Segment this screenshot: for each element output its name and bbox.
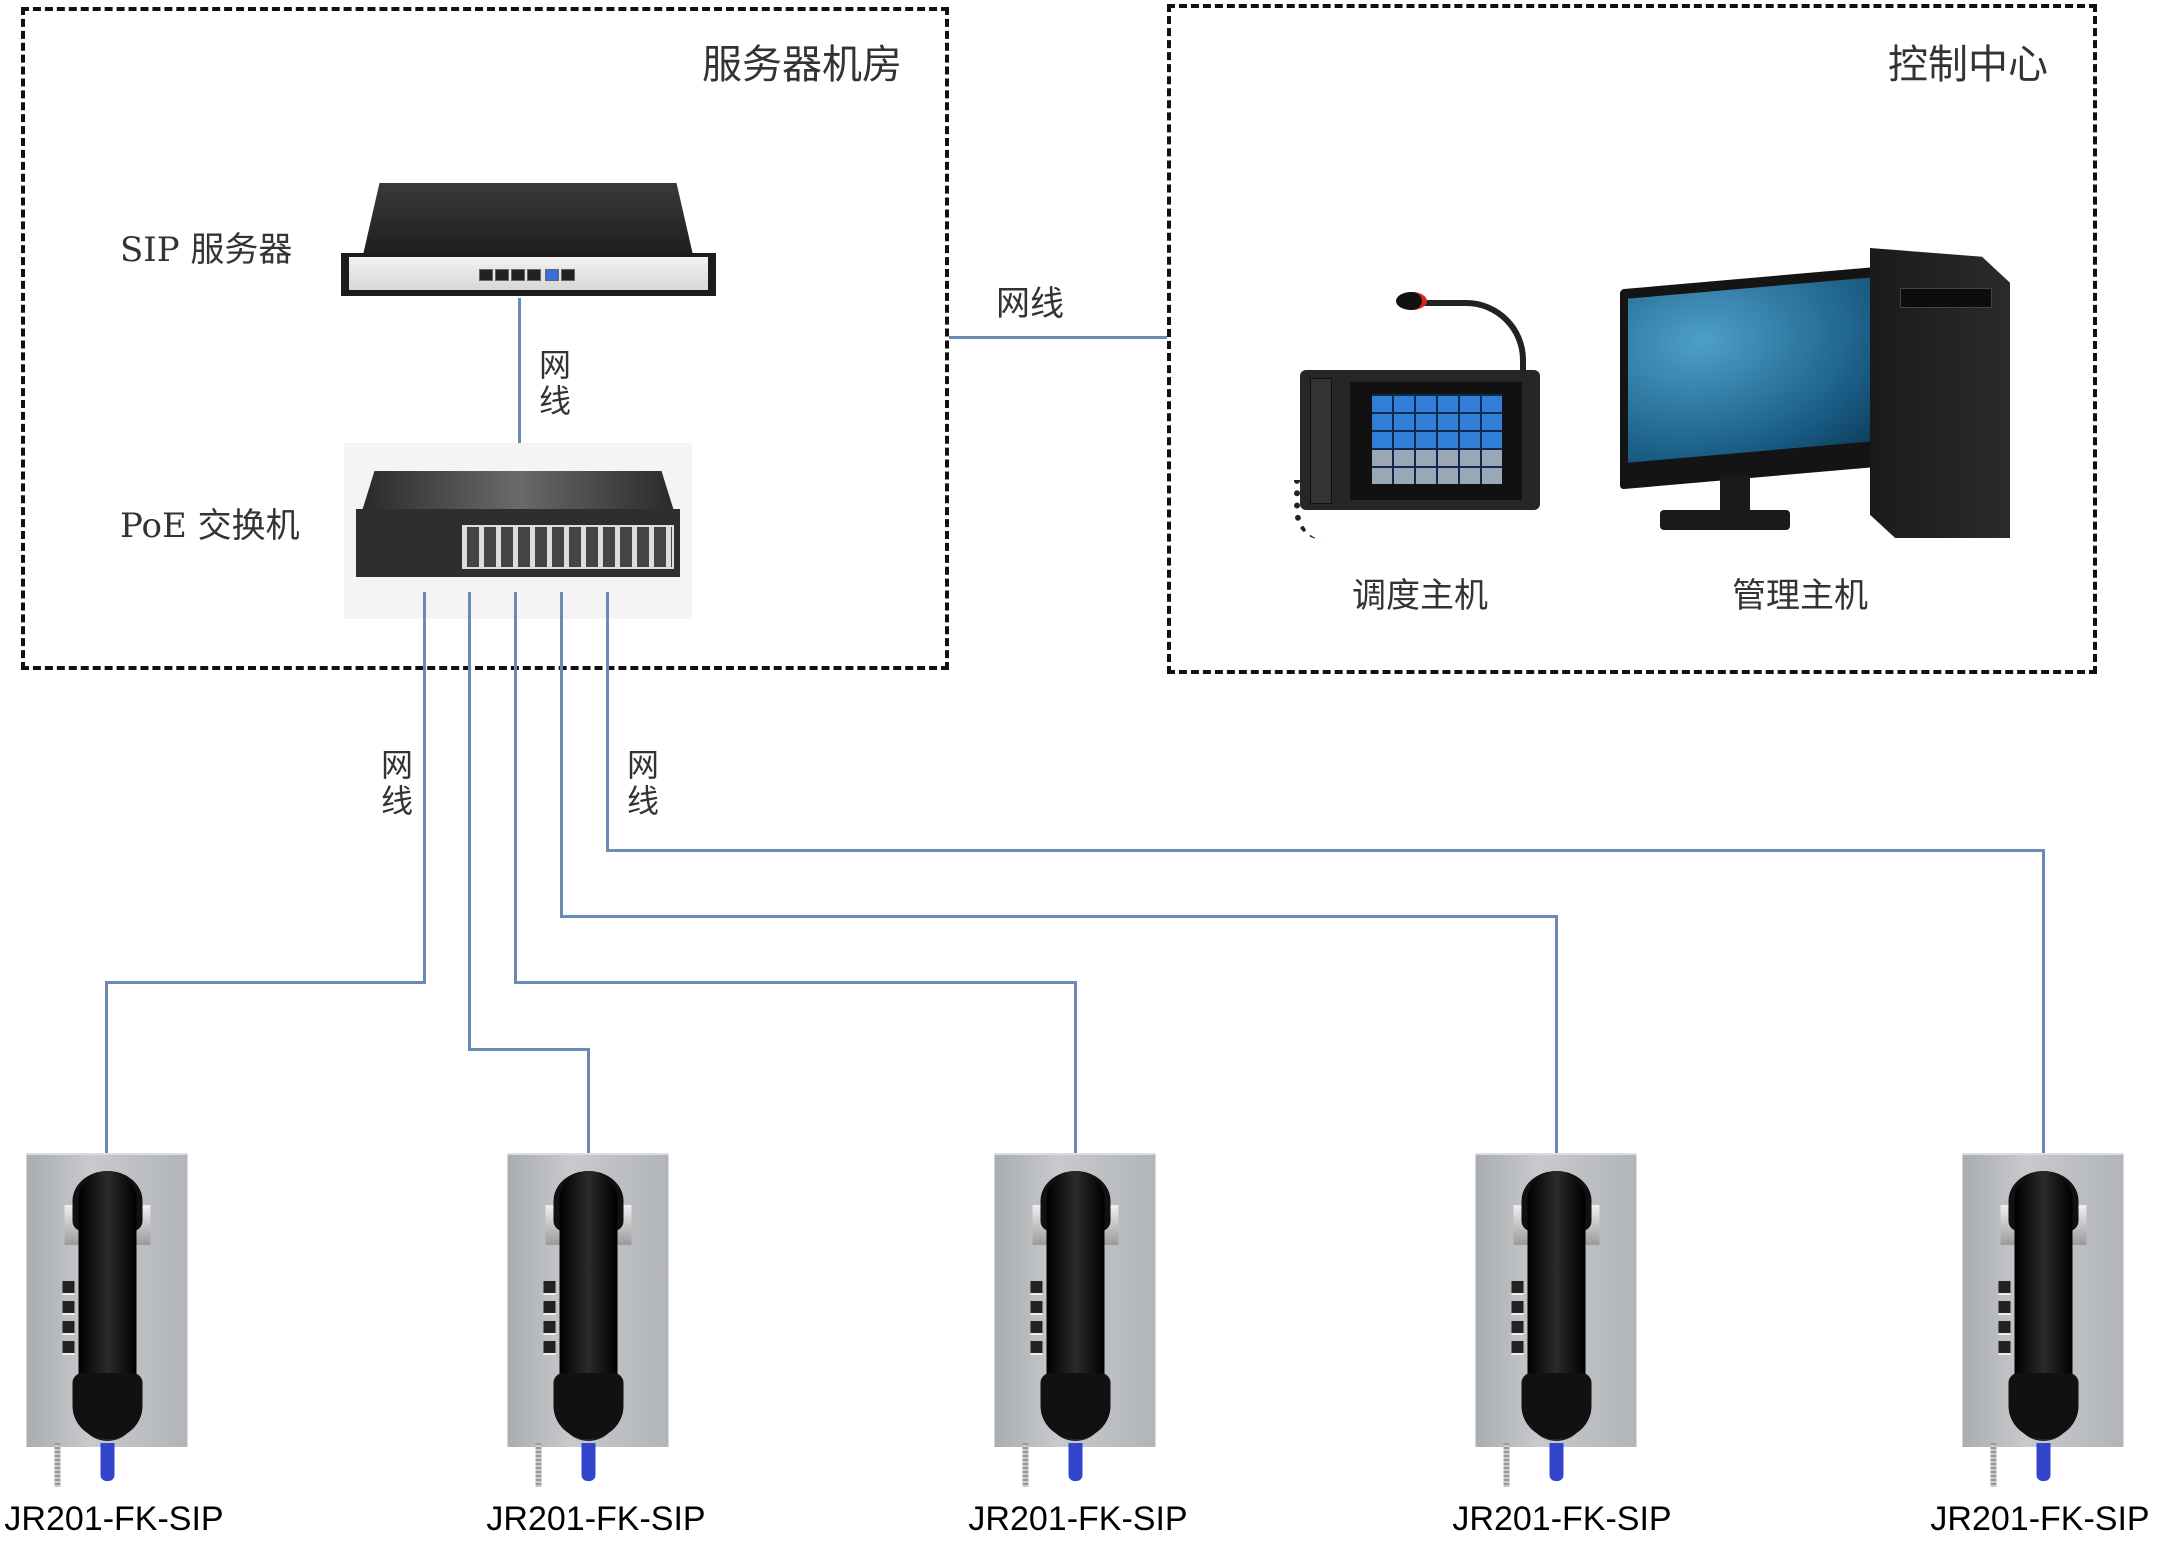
cable-label-room-control: 网线 [996,284,1064,324]
phone-icon [26,1153,188,1487]
cable-label-server-switch: 网线 [534,348,572,420]
cable-phone-1-h [105,981,426,984]
phone-icon [1962,1153,2124,1487]
poe-switch-icon [344,443,692,619]
server-room-title: 服务器机房 [702,42,902,88]
cable-phone-3-h [514,981,1077,984]
cable-phone-2-v1 [468,592,471,1051]
cable-label-phones-left: 网线 [376,748,414,820]
phone-icon [994,1153,1156,1487]
cable-server-switch [518,298,521,470]
phone-model-label: JR201-FK-SIP [486,1500,706,1538]
cable-phone-5-v2 [2042,849,2045,1153]
cable-phone-4-v1 [560,592,563,918]
management-pc-icon [1620,240,2010,540]
cable-phone-5-v1 [606,592,609,852]
sip-server-icon [341,183,716,296]
control-center-title: 控制中心 [1888,42,2048,88]
cable-label-phones-right: 网线 [622,748,660,820]
cable-phone-4-v2 [1555,915,1558,1153]
phone-model-label: JR201-FK-SIP [1452,1500,1672,1538]
cable-phone-4-h [560,915,1558,918]
server-room-zone [21,7,949,670]
cable-phone-2-v2 [587,1048,590,1153]
cable-phone-1-v1 [423,592,426,984]
control-center-zone [1167,4,2097,674]
phone-icon [1475,1153,1637,1487]
cable-phone-2-h [468,1048,590,1051]
phone-model-label: JR201-FK-SIP [968,1500,1188,1538]
cable-phone-3-v1 [514,592,517,984]
poe-switch-label: PoE 交换机 [120,506,300,546]
cable-room-control [949,336,1167,339]
sip-server-label: SIP 服务器 [120,230,293,270]
cable-phone-1-v2 [105,981,108,1153]
phone-model-label: JR201-FK-SIP [4,1500,224,1538]
cable-phone-5-h [606,849,2045,852]
cable-phone-3-v2 [1074,981,1077,1153]
management-pc-label: 管理主机 [1732,576,1868,616]
phone-icon [507,1153,669,1487]
dispatcher-label: 调度主机 [1352,576,1488,616]
phone-model-label: JR201-FK-SIP [1930,1500,2150,1538]
dispatcher-console-icon [1294,292,1540,540]
